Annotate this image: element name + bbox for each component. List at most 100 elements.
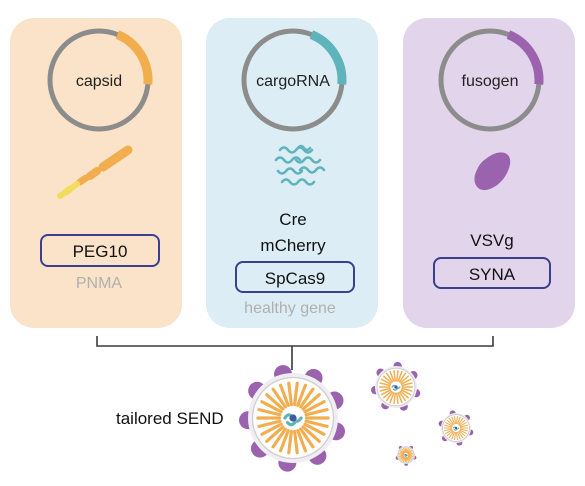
cargo-core (394, 385, 398, 389)
fusogen-plasmid-label: fusogen (462, 73, 519, 90)
send-particle-medium (371, 361, 421, 411)
capsid-protein (399, 455, 405, 459)
capsid-protein (398, 452, 404, 455)
capsid-protein (260, 400, 283, 414)
capsid-protein (303, 400, 326, 414)
capsid-protein (401, 382, 413, 387)
capsid-protein (299, 387, 315, 409)
capsid-protein (399, 390, 409, 399)
capsid-protein (301, 393, 321, 411)
capsid-protein (379, 382, 391, 387)
rna-strands-icon (274, 144, 326, 186)
capsid-protein (458, 430, 466, 437)
capsid-protein (304, 408, 329, 417)
capsid-protein (459, 429, 467, 434)
capsid-protein (287, 381, 293, 407)
capsid-protein (458, 417, 464, 425)
capsid-protein (451, 416, 455, 425)
capsid-protein (456, 431, 458, 441)
capsid-protein (397, 392, 403, 404)
capsid-protein (404, 457, 407, 463)
capsid-protein (446, 419, 454, 426)
capsid-protein (398, 372, 407, 383)
cre-label: Cre (279, 210, 306, 229)
capsid-protein (260, 422, 283, 436)
spcas9-label: SpCas9 (265, 269, 325, 288)
fusogen-plasmid-icon (438, 28, 544, 132)
capsid-protein (459, 422, 467, 427)
cargo-core (454, 426, 458, 430)
capsid-protein (445, 429, 453, 434)
capsid-protein (407, 456, 411, 462)
send-particle-tiny (395, 445, 417, 466)
capsid-protein (379, 387, 391, 392)
capsid-protein (403, 447, 406, 453)
capsid-protein (257, 408, 282, 417)
capsid-protein (406, 447, 409, 453)
capsid-protein (403, 457, 406, 463)
capsid-protein (401, 387, 413, 392)
capsid-protein (457, 431, 461, 440)
peg10-label: PEG10 (73, 242, 128, 261)
send-particle-large (239, 365, 345, 472)
capsid-protein (385, 391, 394, 402)
capsid-protein (287, 429, 293, 455)
mcherry-label: mCherry (260, 236, 326, 255)
cargo-core (289, 414, 297, 422)
capsid-protein (451, 431, 455, 440)
send-particle-small (438, 410, 474, 446)
capsid-protein (299, 427, 315, 449)
capsid-protein (405, 457, 408, 463)
capsid-protein (380, 389, 392, 396)
capsid-protein (459, 424, 468, 428)
capsid-protein (271, 427, 287, 449)
tailored-send-label: tailored SEND (116, 409, 224, 428)
peg10-box (40, 234, 160, 267)
capsid-protein (265, 425, 285, 443)
capsid-protein (400, 378, 412, 385)
cargo-plasmid-label: cargoRNA (256, 73, 330, 90)
capsid-protein (454, 415, 456, 425)
capsid-protein (457, 416, 461, 425)
capsid-protein (296, 429, 308, 453)
capsid-protein (393, 370, 396, 382)
capsid-plasmid-label: capsid (76, 73, 122, 90)
capsid-protein (296, 383, 308, 407)
capsid-protein (446, 430, 454, 437)
cargo-core (405, 454, 407, 456)
capsid-protein (448, 417, 454, 425)
capsid-protein (405, 447, 408, 453)
capsid-protein (393, 392, 396, 404)
capsid-protein (407, 456, 412, 461)
capsid-protein (278, 383, 290, 407)
capsid-protein (458, 419, 466, 426)
capsid-protein (396, 392, 399, 404)
capsid-protein (271, 387, 287, 409)
capsid-protein (448, 431, 454, 439)
capsid-protein (407, 451, 413, 455)
capsid-protein (398, 455, 404, 458)
capsid-protein (399, 375, 409, 384)
capsid-plasmid-icon (47, 28, 153, 132)
capsid-protein (397, 370, 403, 382)
capsid-protein (401, 456, 405, 462)
capsid-protein (400, 456, 405, 461)
capsid-protein (408, 455, 414, 458)
capsid-protein (454, 431, 456, 441)
capsid-protein (383, 375, 393, 384)
spcas9-box (235, 261, 355, 293)
protein-chain-icon (57, 145, 133, 199)
capsid-protein (265, 393, 285, 411)
capsid-protein (406, 457, 409, 463)
capsid-protein (389, 392, 395, 404)
vsvg-label: VSVg (470, 231, 513, 250)
capsid-protein (293, 381, 299, 407)
capsid-protein (445, 422, 453, 427)
capsid-protein (458, 431, 464, 439)
capsid-protein (400, 389, 412, 396)
capsid-protein (400, 449, 405, 454)
pnma-label: PNMA (76, 275, 123, 292)
syna-box (433, 257, 551, 289)
capsid-protein (399, 451, 405, 455)
